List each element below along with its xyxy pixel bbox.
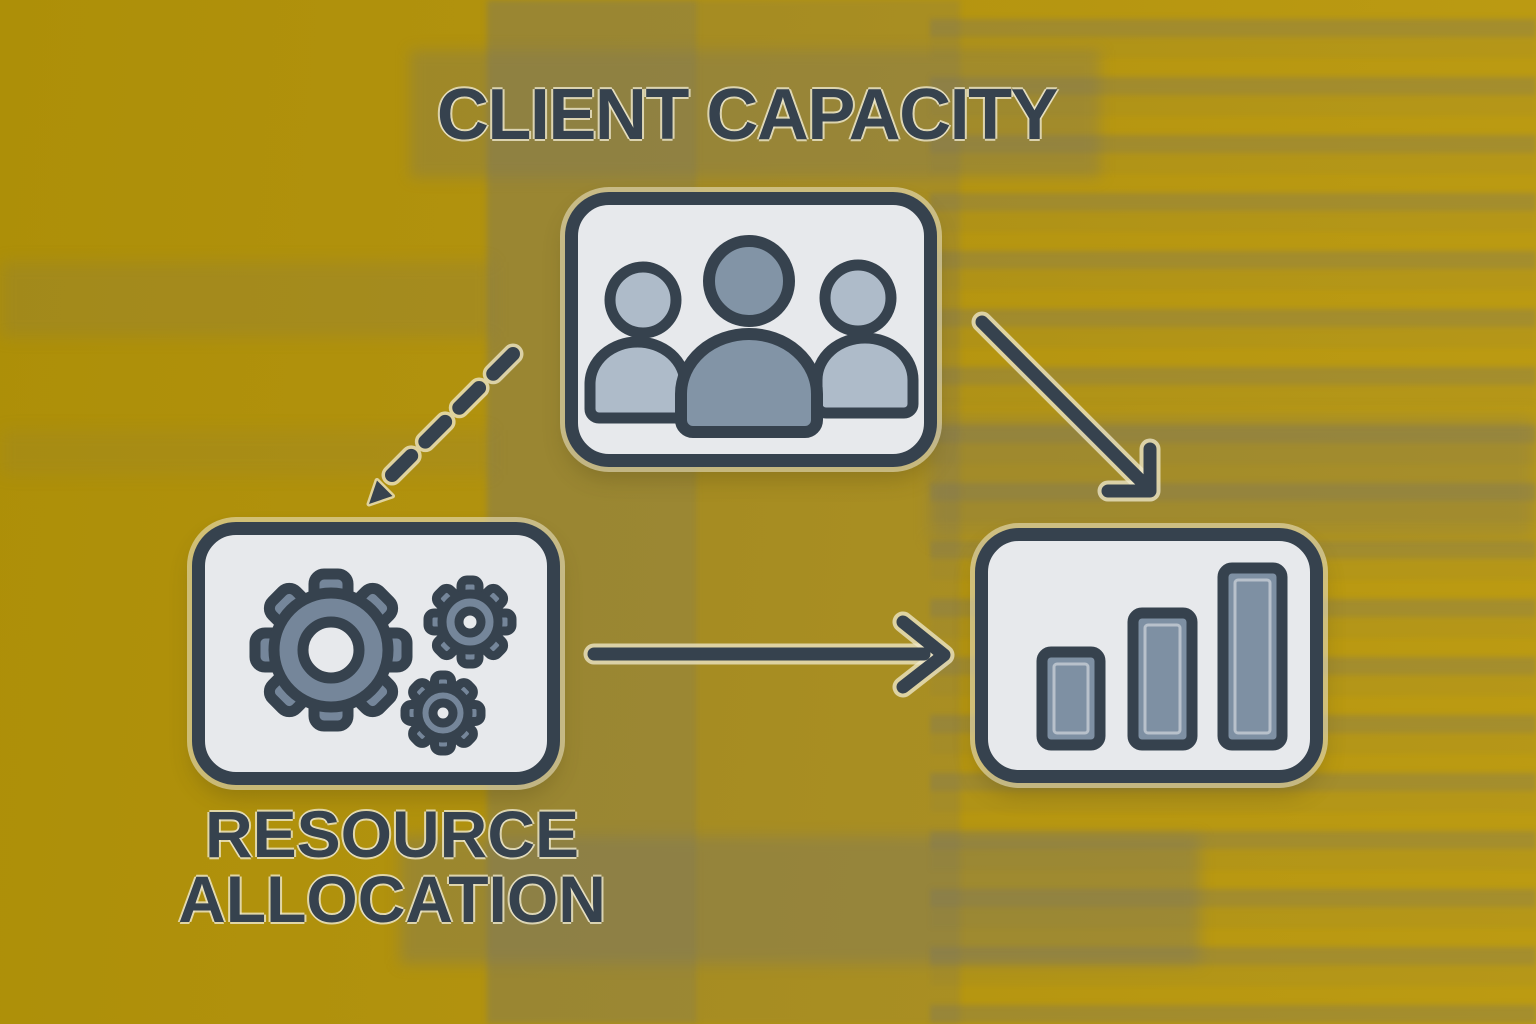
- bar-large: [1217, 562, 1288, 751]
- bar-medium: [1127, 607, 1198, 751]
- arrowhead: [896, 615, 951, 694]
- label-client-capacity: CLIENT CAPACITY: [436, 75, 1059, 155]
- bar-chart-icon: [1036, 562, 1288, 751]
- node-client-capacity: [565, 192, 937, 467]
- people-group-icon: [584, 235, 919, 438]
- node-performance-chart: [975, 528, 1323, 783]
- arrowhead: [1101, 442, 1157, 498]
- dashed-arrowhead: [366, 478, 395, 507]
- gear-small-top: [423, 575, 517, 669]
- label-resource-allocation: RESOURCE ALLOCATION: [178, 797, 606, 936]
- background-streak: [400, 836, 1200, 964]
- person-left: [584, 261, 691, 424]
- node-resource-allocation: [192, 522, 560, 785]
- background-streak: [487, 0, 697, 1024]
- edge-capacity-to-allocation-dashed: [366, 343, 524, 507]
- person-center: [675, 235, 823, 438]
- label-resource-line1: RESOURCE: [204, 797, 580, 871]
- background-streak: [410, 50, 1100, 178]
- background-streak: [697, 0, 960, 1024]
- gear-large: [249, 568, 413, 732]
- background-streak: [0, 262, 492, 337]
- edge-capacity-to-chart: [971, 311, 1161, 502]
- edge-allocation-to-chart: [583, 611, 955, 698]
- person-right: [811, 259, 919, 419]
- bar-small: [1036, 646, 1106, 751]
- label-resource-line2: ALLOCATION: [178, 862, 606, 936]
- gear-small-bottom: [400, 670, 486, 756]
- background-streak: [930, 415, 1536, 540]
- gears-icon: [249, 568, 517, 756]
- background-streak: [930, 0, 1536, 1024]
